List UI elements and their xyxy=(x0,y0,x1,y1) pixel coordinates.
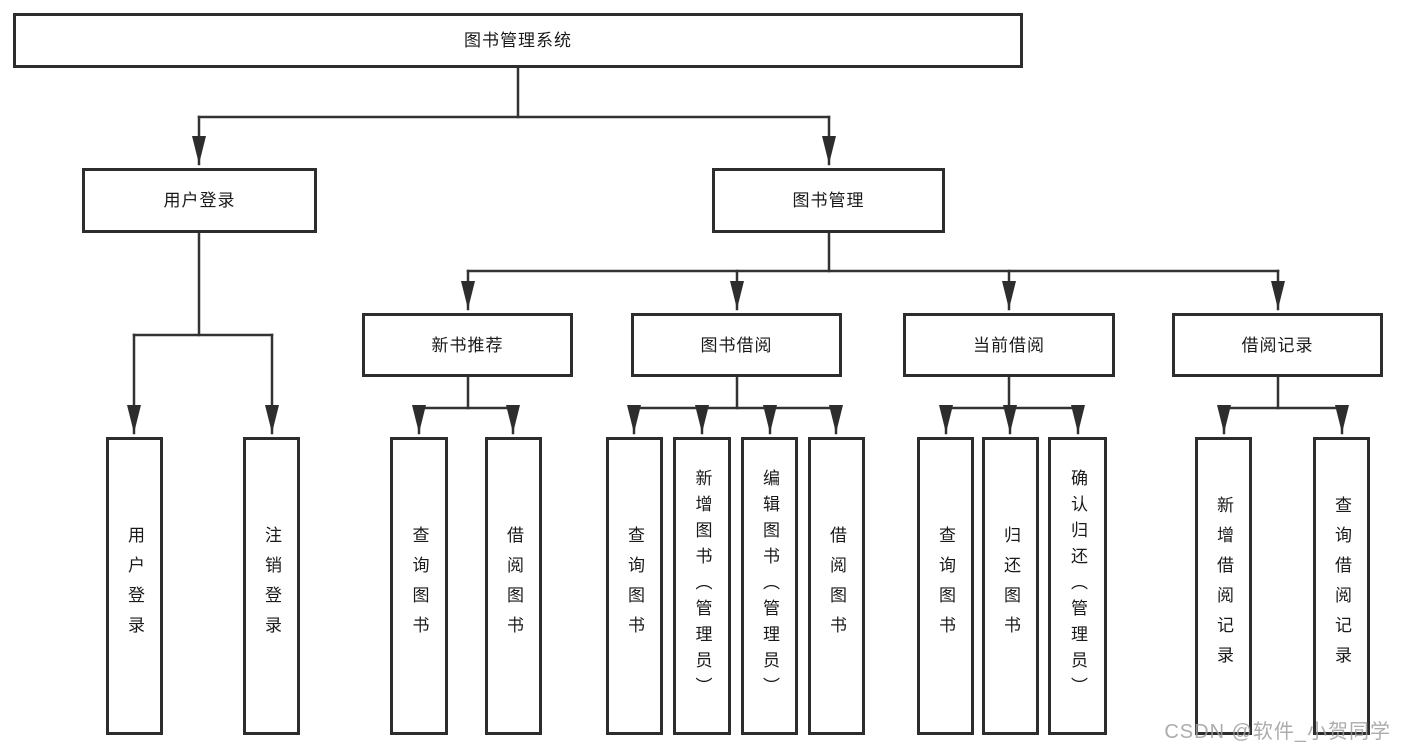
node-borrowing-records: 借阅记录 xyxy=(1172,313,1383,377)
node-bb-borrow-books-label: 借阅图书 xyxy=(827,526,846,646)
node-logout-action-label: 注销登录 xyxy=(262,526,281,646)
node-root: 图书管理系统 xyxy=(13,13,1023,68)
node-bb-add-books-label: 新增图书（管理员） xyxy=(692,469,712,703)
node-borrowing-records-label: 借阅记录 xyxy=(1241,335,1314,355)
node-cb-query-books-label: 查询图书 xyxy=(936,526,955,646)
node-new-book-recommend-label: 新书推荐 xyxy=(431,335,504,355)
node-current-borrowing: 当前借阅 xyxy=(903,313,1115,377)
node-br-add-record: 新增借阅记录 xyxy=(1195,437,1252,735)
node-cb-return-books-label: 归还图书 xyxy=(1001,526,1020,646)
node-bb-query-books-label: 查询图书 xyxy=(625,526,644,646)
node-cb-confirm-return: 确认归还（管理员） xyxy=(1048,437,1107,735)
node-user-login-action: 用户登录 xyxy=(106,437,163,735)
node-bb-borrow-books: 借阅图书 xyxy=(808,437,865,735)
node-nbr-query-books-label: 查询图书 xyxy=(409,526,429,646)
node-book-management: 图书管理 xyxy=(712,168,945,233)
node-br-query-record-label: 查询借阅记录 xyxy=(1332,496,1351,676)
node-bb-edit-books-label: 编辑图书（管理员） xyxy=(760,469,779,703)
node-user-login: 用户登录 xyxy=(82,168,317,233)
node-book-management-label: 图书管理 xyxy=(792,191,865,210)
node-bb-edit-books: 编辑图书（管理员） xyxy=(741,437,798,735)
node-bb-add-books: 新增图书（管理员） xyxy=(673,437,731,735)
node-nbr-query-books: 查询图书 xyxy=(390,437,448,735)
node-logout-action: 注销登录 xyxy=(243,437,300,735)
node-book-borrowing: 图书借阅 xyxy=(631,313,842,377)
node-nbr-borrow-books-label: 借阅图书 xyxy=(504,526,523,646)
node-user-login-label: 用户登录 xyxy=(163,191,236,210)
node-cb-query-books: 查询图书 xyxy=(917,437,974,735)
csdn-watermark: CSDN @软件_小贺同学 xyxy=(1164,721,1391,743)
node-cb-confirm-return-label: 确认归还（管理员） xyxy=(1068,469,1087,703)
node-current-borrowing-label: 当前借阅 xyxy=(973,335,1045,355)
node-br-add-record-label: 新增借阅记录 xyxy=(1214,496,1233,676)
node-br-query-record: 查询借阅记录 xyxy=(1313,437,1370,735)
node-bb-query-books: 查询图书 xyxy=(606,437,663,735)
node-nbr-borrow-books: 借阅图书 xyxy=(485,437,542,735)
node-book-borrowing-label: 图书借阅 xyxy=(700,335,773,355)
node-new-book-recommend: 新书推荐 xyxy=(362,313,573,377)
node-user-login-action-label: 用户登录 xyxy=(125,526,144,646)
node-root-label: 图书管理系统 xyxy=(464,31,572,50)
node-cb-return-books: 归还图书 xyxy=(982,437,1039,735)
